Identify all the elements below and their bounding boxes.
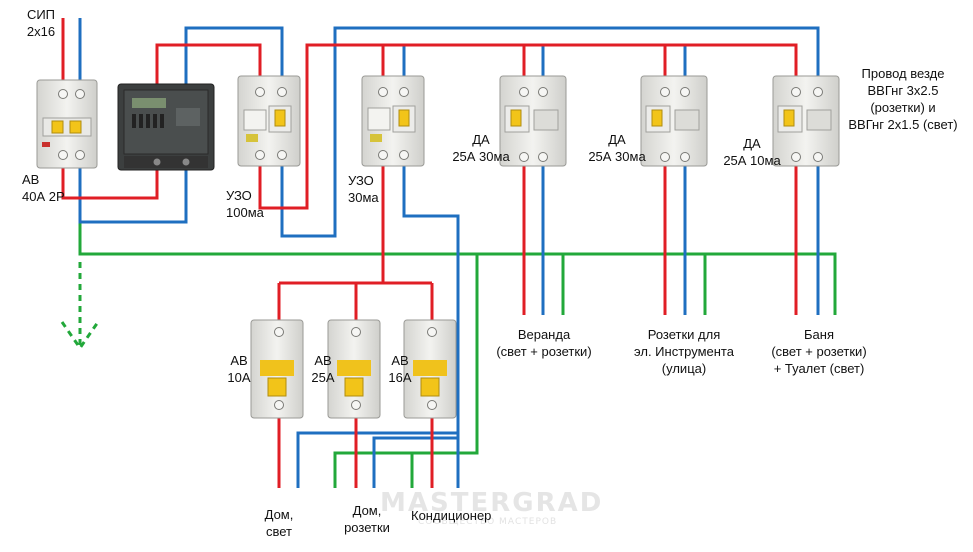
rcd-30ma-device [361, 75, 425, 167]
energy-meter-device [117, 83, 215, 171]
rcd-100ma-device [237, 75, 301, 167]
main-breaker-device [36, 79, 98, 169]
breaker-16a-device [403, 319, 457, 419]
watermark-subtitle: СООБЩЕСТВО МАСТЕРОВ [418, 517, 558, 527]
label-house-light: Дом,свет [264, 507, 294, 539]
watermark-logo: MASTERGRAD [380, 488, 604, 518]
rcbo-banya-device [772, 75, 840, 167]
label-house-sockets: Дом,розетки [344, 503, 390, 535]
breaker-10a-device [250, 319, 304, 419]
label-banya: Баня(свет + розетки)+ Туалет (свет) [771, 327, 867, 376]
rcbo-tool-sockets-device [640, 75, 708, 167]
rcbo-veranda-device [499, 75, 567, 167]
label-veranda: Веранда(свет + розетки) [496, 327, 592, 359]
ground-arrow-icon [60, 262, 100, 351]
label-conditioner: Кондиционер [411, 508, 492, 523]
breaker-25a-device [327, 319, 381, 419]
